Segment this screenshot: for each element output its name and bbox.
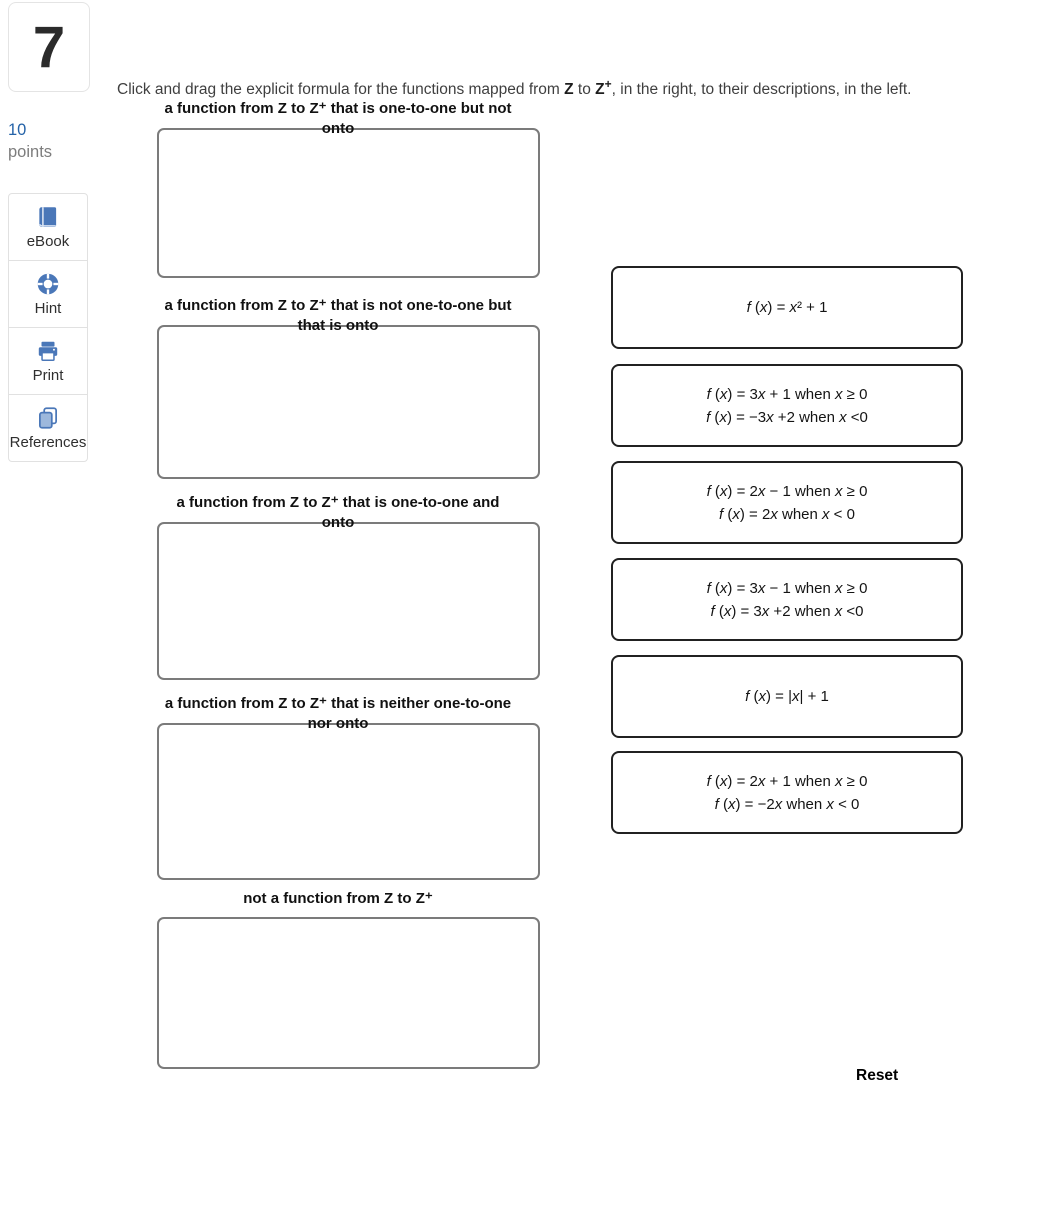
references-icon <box>39 407 57 429</box>
points-label: points <box>8 143 53 161</box>
target-label-not-a-function: not a function from Z to Z⁺ <box>243 890 433 907</box>
points-value: 10 <box>8 121 27 139</box>
hint-button[interactable]: Hint <box>8 260 88 328</box>
drop-zone-one-to-one-and-onto[interactable] <box>157 522 540 680</box>
print-button[interactable]: Print <box>8 327 88 395</box>
references-label: References <box>9 434 87 451</box>
print-label: Print <box>32 367 64 384</box>
drop-zone-not-a-function[interactable] <box>157 917 540 1069</box>
question-number: 7 <box>8 2 90 92</box>
formula-card-3x-plus-1[interactable]: f (x) = 3x + 1 when x ≥ 0 f (x) = −3x +2… <box>611 364 963 447</box>
formula-card-2x-plus-1[interactable]: f (x) = 2x + 1 when x ≥ 0 f (x) = −2x wh… <box>611 751 963 834</box>
tool-sidebar: eBook Hint Print <box>8 193 88 462</box>
instruction-z: Z <box>564 81 574 99</box>
print-icon <box>38 341 58 361</box>
target-label-one-to-one-and-onto: a function from Z to Z⁺ that is one-to-o… <box>176 494 500 531</box>
points-indicator: 10 points <box>8 119 52 163</box>
target-label-not-one-to-one-but-onto: a function from Z to Z⁺ that is not one-… <box>164 297 512 334</box>
formula-card-x-squared-plus-1[interactable]: f (x) = x² + 1 <box>611 266 963 349</box>
instruction-z-plus-sup: + <box>604 77 612 91</box>
formula-card-3x-minus-1[interactable]: f (x) = 3x − 1 when x ≥ 0 f (x) = 3x +2 … <box>611 558 963 641</box>
instruction-prefix: Click and drag the explicit formula for … <box>117 81 565 99</box>
hint-icon <box>37 273 59 295</box>
instruction-text: Click and drag the explicit formula for … <box>117 77 911 99</box>
hint-label: Hint <box>34 300 62 317</box>
instruction-z-plus: Z <box>595 81 605 99</box>
ebook-label: eBook <box>26 233 70 250</box>
reset-button[interactable]: Reset <box>856 1067 899 1084</box>
formula-card-2x-minus-1[interactable]: f (x) = 2x − 1 when x ≥ 0 f (x) = 2x whe… <box>611 461 963 544</box>
drop-zone-one-to-one-not-onto[interactable] <box>157 128 540 278</box>
ebook-button[interactable]: eBook <box>8 193 88 261</box>
drop-zone-neither[interactable] <box>157 723 540 880</box>
instruction-mid: to <box>573 81 596 99</box>
formula-card-abs-x-plus-1[interactable]: f (x) = |x| + 1 <box>611 655 963 738</box>
references-button[interactable]: References <box>8 394 88 462</box>
question-number-text: 7 <box>32 14 66 80</box>
drop-zone-not-one-to-one-but-onto[interactable] <box>157 325 540 479</box>
ebook-icon <box>39 207 57 227</box>
target-label-one-to-one-not-onto: a function from Z to Z⁺ that is one-to-o… <box>164 100 512 137</box>
instruction-suffix: , in the right, to their descriptions, i… <box>611 81 912 99</box>
target-label-neither: a function from Z to Z⁺ that is neither … <box>164 695 512 732</box>
